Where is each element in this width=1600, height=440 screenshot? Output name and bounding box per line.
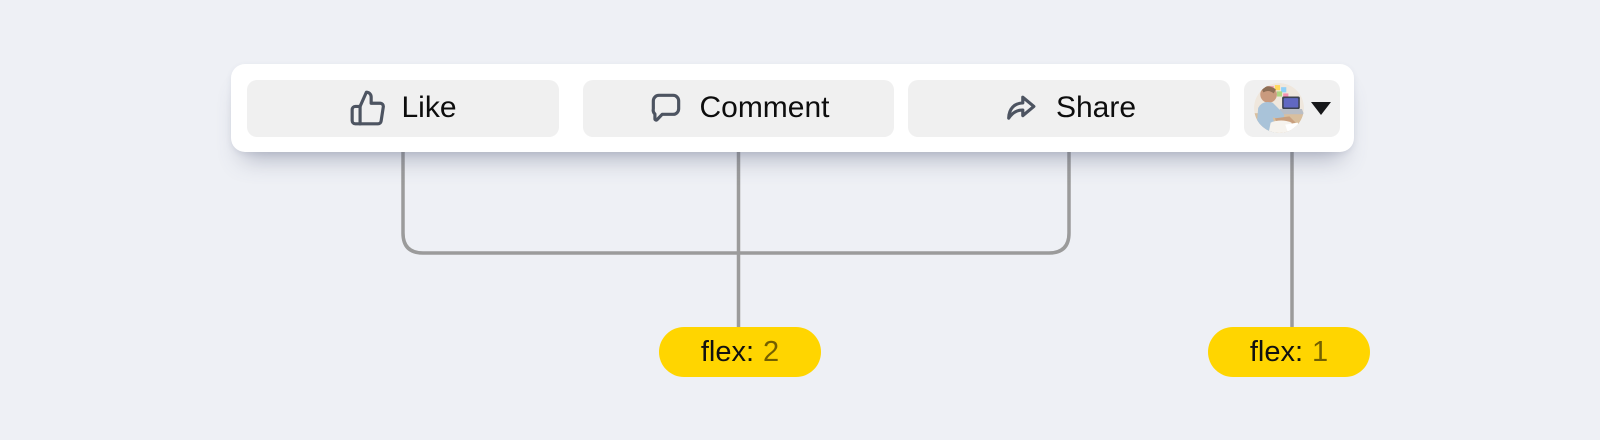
like-button-label: Like [401, 91, 457, 124]
thumbs-up-icon [349, 89, 387, 127]
share-button[interactable]: Share [908, 79, 1230, 137]
share-button-label: Share [1055, 91, 1137, 124]
flex-1-annotation-pill: flex: 1 [1208, 327, 1370, 377]
like-button[interactable]: Like [247, 79, 559, 137]
user-photo-avatar [1253, 83, 1304, 133]
share-arrow-icon [1002, 89, 1042, 127]
flex-property-label: flex: [1249, 335, 1304, 368]
flex-2-annotation-pill: flex: 2 [659, 327, 821, 377]
flex-value: 2 [763, 335, 780, 368]
caret-down-icon [1310, 101, 1331, 115]
toolbar: Like Comment Share [231, 64, 1354, 152]
avatar-menu-button[interactable] [1244, 79, 1340, 137]
flex-value: 1 [1312, 335, 1329, 368]
comment-button-label: Comment [699, 91, 830, 124]
flex-property-label: flex: [700, 335, 755, 368]
group-bracket-connector [401, 152, 1071, 255]
speech-bubble-icon [647, 89, 685, 127]
comment-button[interactable]: Comment [583, 79, 894, 137]
